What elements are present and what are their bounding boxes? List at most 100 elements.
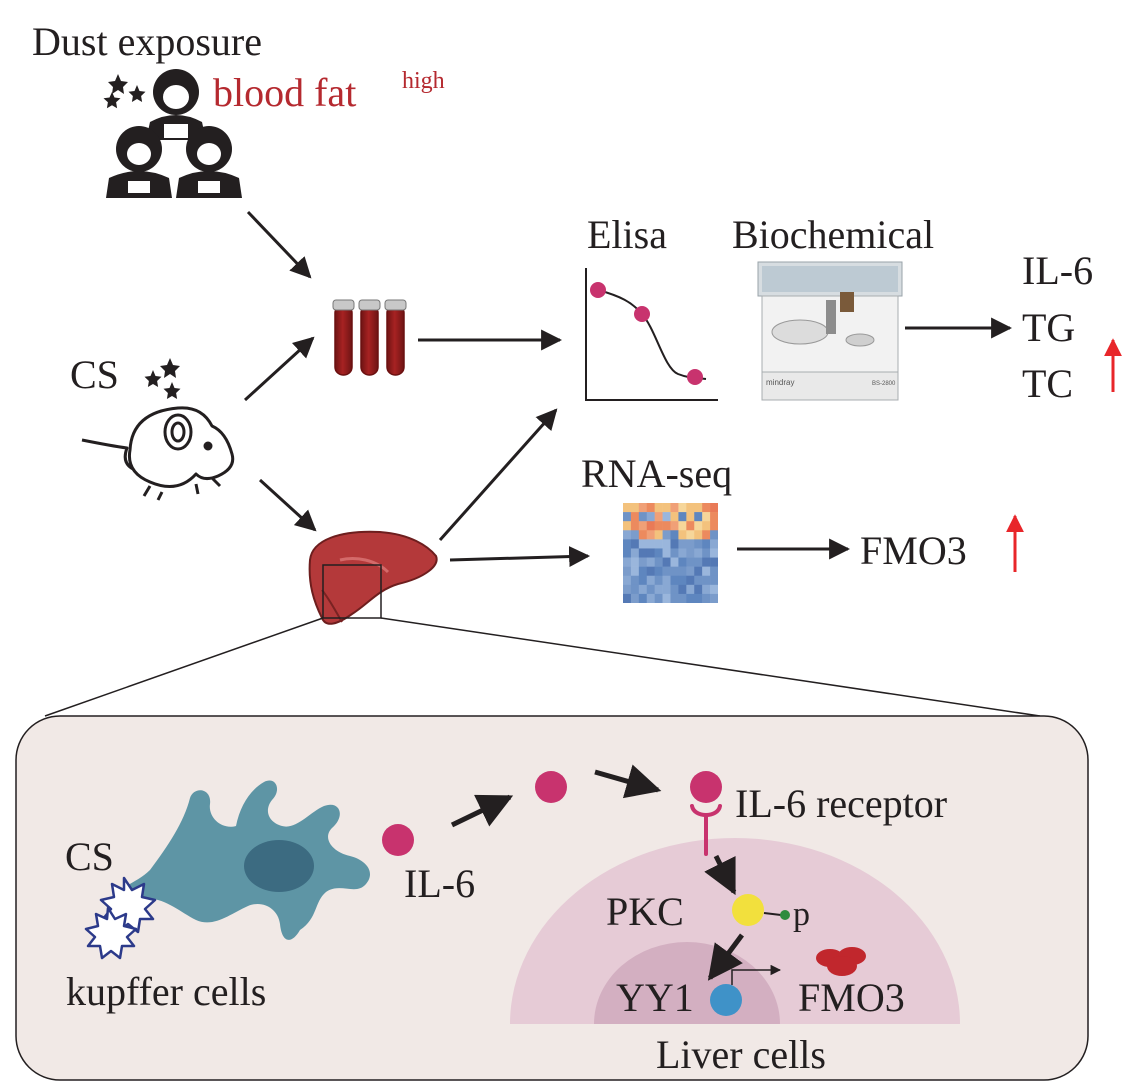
heatmap-cell [630,566,640,577]
heatmap-cell [710,575,718,586]
heatmap-cell [702,575,711,586]
heatmap-cell [702,521,711,531]
heatmap-cell [678,575,687,586]
result-tc: TC [1022,361,1073,406]
heatmap-cell [686,566,695,577]
heatmap-cell [694,557,703,567]
heatmap-cell [662,584,671,595]
heatmap-cell [646,593,655,603]
mouse-cs-label: CS [70,352,119,397]
arrow-il6-release [450,794,514,828]
heatmap-cell [678,512,687,522]
heatmap-cell [710,584,718,595]
cs-starburst-icon [84,876,157,960]
elisa-label: Elisa [587,212,667,257]
heatmap-cell [670,593,679,603]
heatmap-cell [670,503,679,513]
heatmap-cell [654,503,663,513]
dust-exposure-title: Dust exposure [32,19,262,64]
heatmap-cell [662,539,671,549]
heatmap-cell [670,557,679,567]
heatmap-cell [710,521,718,531]
heatmap-cell [678,539,687,549]
heatmap-cell [670,548,679,558]
heatmap-cell [702,539,711,549]
heatmap-cell [630,548,640,558]
heatmap-cell [686,539,695,549]
heatmap-cell [702,566,711,577]
heatmap-cell [646,512,655,522]
fmo3-label: FMO3 [798,975,905,1020]
heatmap-cell [638,566,648,577]
heatmap-cell [710,548,718,558]
heatmap-cell [702,548,711,558]
heatmap-cell [662,548,671,558]
heatmap-cell [694,575,703,586]
heatmap-cell [654,539,663,549]
heatmap-cell [710,557,718,567]
rnaseq-label: RNA-seq [581,451,732,496]
heatmap-cell [646,521,655,531]
il6-receptor-icon [690,804,722,856]
pkc-node [732,894,764,926]
heatmap-cell [678,521,687,531]
heatmap-cell [702,557,711,567]
kupffer-cell [117,780,371,940]
heatmap-cell [623,557,632,567]
heatmap-cell [646,557,655,567]
heatmap-cell [662,503,671,513]
heatmap-cell [654,548,663,558]
blood-fat-label: blood fat [213,70,356,115]
heatmap-cell [686,584,695,595]
heatmap-cell [630,593,640,603]
heatmap-cell [686,503,695,513]
pkc-label: PKC [606,889,684,934]
zoom-line-left [44,617,324,717]
heatmap-cell [686,557,695,567]
heatmap-cell [662,575,671,586]
heatmap-cell [670,512,679,522]
heatmap-cell [623,593,632,603]
biochemical-label: Biochemical [732,212,934,257]
blood-fat-superscript: high [402,68,445,94]
heatmap-cell [678,566,687,577]
heatmap-cell [702,593,711,603]
arrow-liver-to-rnaseq [449,546,591,568]
blood-fat-text: blood fat [213,70,356,115]
heatmap-cell [646,584,655,595]
heatmap-cell [638,557,648,567]
zoom-line-right [380,617,1041,717]
arrow-il6-to-receptor [594,764,662,799]
result-il6: IL-6 [1022,248,1093,293]
il6-label: IL-6 [404,861,475,906]
heatmap-cell [630,539,640,549]
heatmap-cell [638,584,648,595]
fmo3-result: FMO3 [860,528,967,573]
heatmap-cell [646,530,655,540]
heatmap-cell [638,530,648,540]
heatmap-cell [694,512,703,522]
mouse-icon [81,406,235,501]
sparkle-stars-icon [103,74,146,109]
liver-cells-label: Liver cells [656,1032,826,1077]
heatmap-cell [694,548,703,558]
result-tg: TG [1022,305,1075,350]
heatmap-cell [670,539,679,549]
heatmap-cell [654,584,663,595]
heatmap-cell [646,539,655,549]
yy1-label: YY1 [616,975,694,1020]
heatmap-cell [694,584,703,595]
heatmap-cell [670,575,679,586]
heatmap-cell [654,530,663,540]
liver-organ-icon [308,530,438,625]
heatmap-cell [710,566,718,577]
heatmap-cell [678,530,687,540]
blood-tubes-icon [332,299,407,376]
heatmap-cell [702,584,711,595]
heatmap-cell [686,530,695,540]
phospho-bond [763,912,782,916]
analyzer-model: BS-2800 [872,381,896,387]
heatmap-cell [710,539,718,549]
heatmap-cell [710,503,718,513]
workers-group-icon [106,69,242,198]
